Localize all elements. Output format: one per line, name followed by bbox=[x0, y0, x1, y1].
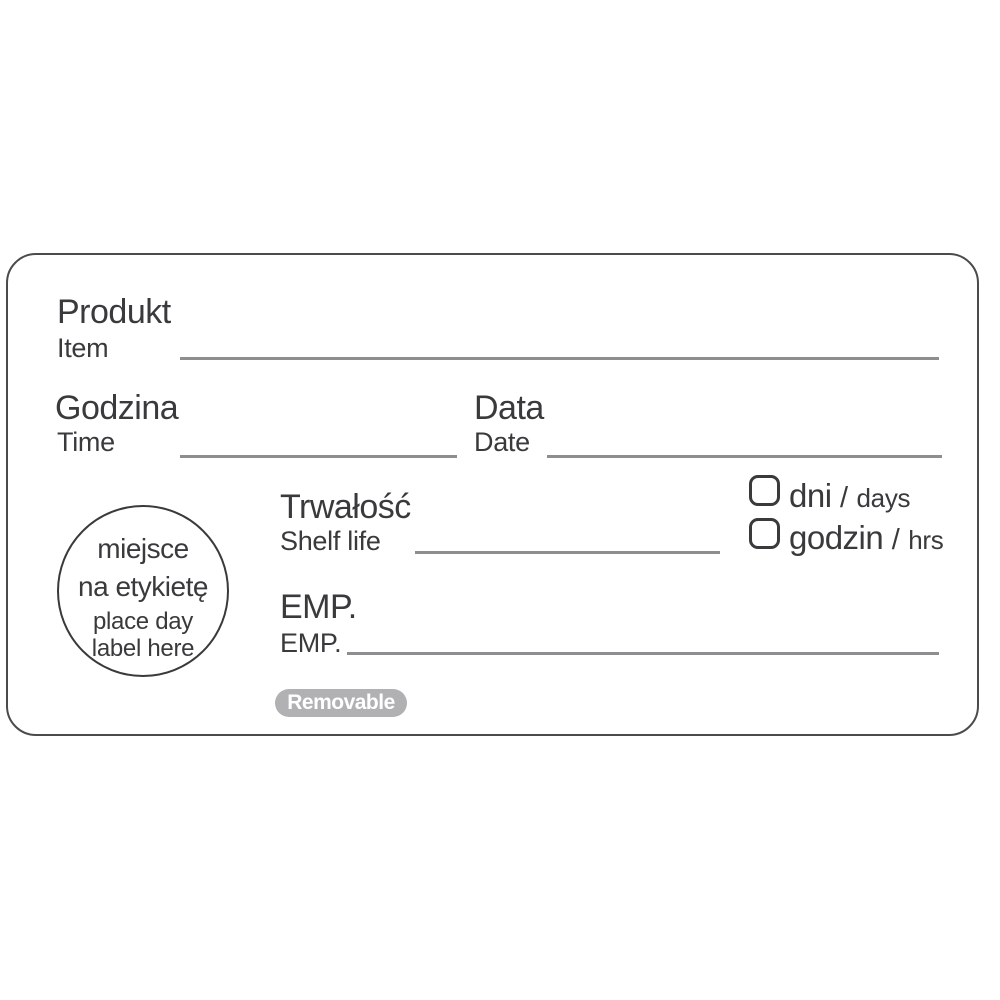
days-unit-pl: dni bbox=[789, 477, 832, 514]
circle-text-line2: na etykietę bbox=[78, 571, 208, 602]
product-label-pl: Produkt bbox=[57, 293, 171, 331]
hours-checkbox[interactable] bbox=[749, 518, 780, 549]
day-label-placeholder-circle bbox=[57, 505, 229, 677]
date-write-line[interactable] bbox=[547, 455, 942, 458]
product-write-line[interactable] bbox=[180, 357, 939, 360]
food-rotation-label-card: Produkt Item Godzina Time Data Date Trwa… bbox=[6, 253, 979, 736]
hours-unit-pl: godzin bbox=[789, 519, 884, 556]
days-checkbox[interactable] bbox=[749, 475, 780, 506]
shelf-life-label-pl: Trwałość bbox=[280, 488, 411, 526]
time-label-pl: Godzina bbox=[55, 389, 179, 427]
circle-text-line4: label here bbox=[91, 635, 195, 662]
product-label-en: Item bbox=[57, 333, 109, 363]
days-unit-en: days bbox=[856, 483, 911, 513]
days-unit-label: dni / days bbox=[789, 477, 911, 514]
date-label-pl: Data bbox=[474, 389, 544, 427]
hours-unit-label: godzin / hrs bbox=[789, 519, 944, 556]
time-write-line[interactable] bbox=[180, 455, 457, 458]
date-label-en: Date bbox=[474, 427, 530, 457]
circle-text-line3: place day bbox=[92, 608, 194, 635]
removable-badge-label: Removable bbox=[287, 691, 395, 714]
circle-text-line1: miejsce bbox=[97, 533, 189, 564]
employee-label-pl: EMP. bbox=[280, 588, 357, 626]
shelf-life-write-line[interactable] bbox=[415, 551, 720, 554]
employee-label-en: EMP. bbox=[280, 628, 342, 658]
employee-write-line[interactable] bbox=[347, 652, 939, 655]
days-unit-separator: / bbox=[840, 482, 849, 514]
shelf-life-label-en: Shelf life bbox=[280, 526, 381, 556]
hours-unit-separator: / bbox=[891, 524, 900, 556]
hours-unit-en: hrs bbox=[908, 525, 944, 555]
time-label-en: Time bbox=[57, 427, 115, 457]
removable-badge: Removable bbox=[275, 689, 407, 717]
